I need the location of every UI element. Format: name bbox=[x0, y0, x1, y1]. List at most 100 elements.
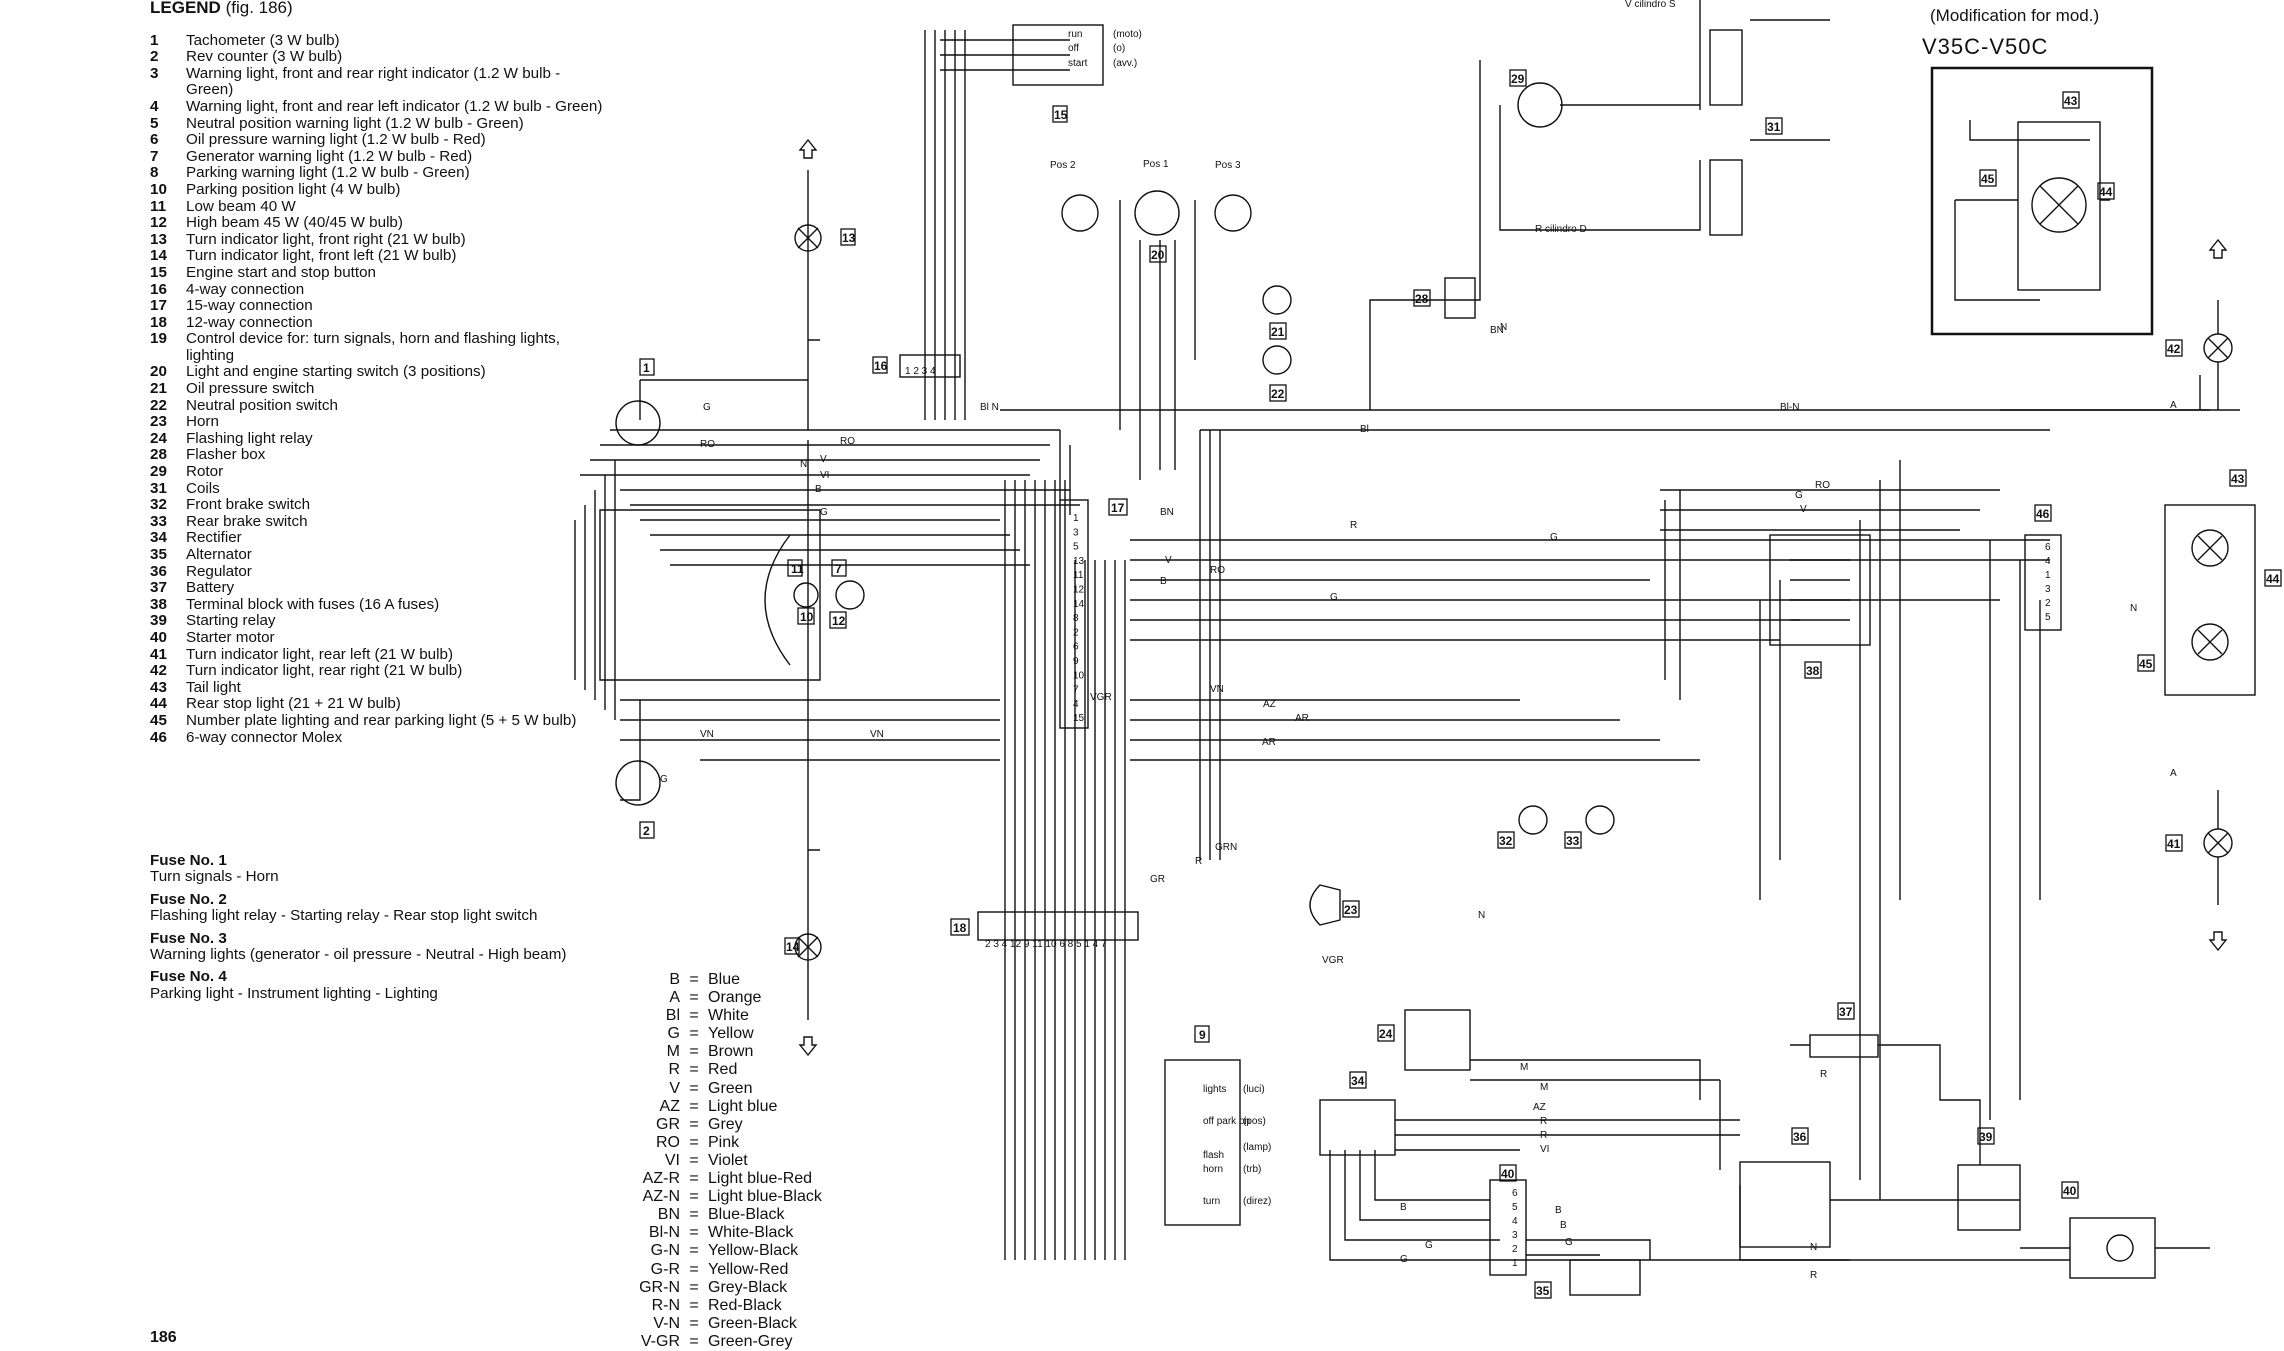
color-code: AZ-N bbox=[642, 1188, 680, 1206]
connector-17-pin: 2 bbox=[1073, 627, 1079, 638]
svg-text:46: 46 bbox=[2036, 507, 2050, 521]
switch-pos3-label: Pos 3 bbox=[1215, 160, 1241, 171]
svg-text:G: G bbox=[1795, 490, 1803, 501]
svg-text:28: 28 bbox=[1415, 292, 1429, 306]
svg-text:34: 34 bbox=[1351, 1074, 1365, 1088]
legend-item-number: 2 bbox=[150, 48, 159, 66]
equals-sign: = bbox=[689, 1079, 699, 1097]
legend-item-number: 18 bbox=[150, 313, 167, 331]
svg-text:15: 15 bbox=[1054, 108, 1068, 122]
svg-text:VN: VN bbox=[870, 729, 884, 740]
tail-light-assembly bbox=[2164, 504, 2256, 696]
color-name: Light blue bbox=[708, 1097, 778, 1115]
color-code: M bbox=[666, 1043, 680, 1061]
connector-40-pin: 4 bbox=[1512, 1216, 1518, 1227]
ignition-switch-pos2 bbox=[1061, 194, 1099, 232]
color-code-row: G-R=Yellow-Red bbox=[588, 1261, 888, 1279]
color-code-row: B=Blue bbox=[588, 971, 888, 989]
svg-text:R: R bbox=[1195, 856, 1202, 867]
color-code: B bbox=[669, 971, 680, 988]
svg-text:VN: VN bbox=[1210, 684, 1224, 695]
svg-text:Bl-N: Bl-N bbox=[1780, 402, 1799, 413]
color-name: Light blue-Red bbox=[708, 1170, 813, 1188]
svg-text:23: 23 bbox=[1344, 903, 1358, 917]
modification-note: (Modification for mod.) bbox=[1930, 6, 2100, 25]
legend-item-text: Turn indicator light, rear left (21 W bu… bbox=[186, 645, 454, 663]
connector-40 bbox=[1489, 1179, 1527, 1276]
connector-17-pin: 10 bbox=[1073, 670, 1085, 681]
svg-text:33: 33 bbox=[1566, 834, 1580, 848]
legend-item-number: 5 bbox=[150, 114, 159, 132]
legend-item-number: 14 bbox=[150, 247, 167, 265]
legend-item-text: 12-way connection bbox=[186, 313, 313, 331]
svg-text:B: B bbox=[1160, 576, 1167, 587]
color-code-row: VI=Violet bbox=[588, 1152, 888, 1170]
start-button-moto-label: (moto) bbox=[1113, 29, 1142, 40]
legend-item-text: Turn indicator light, rear right (21 W b… bbox=[186, 662, 463, 680]
svg-text:13: 13 bbox=[842, 231, 856, 245]
connector-40-pin: 2 bbox=[1512, 1244, 1518, 1255]
svg-text:VI: VI bbox=[1540, 1144, 1549, 1155]
equals-sign: = bbox=[689, 1242, 699, 1260]
color-name: Orange bbox=[708, 989, 762, 1007]
legend-item-text: Starter motor bbox=[186, 628, 275, 646]
svg-text:1: 1 bbox=[643, 361, 650, 375]
legend-item-number: 41 bbox=[150, 645, 167, 663]
svg-text:V: V bbox=[1165, 555, 1172, 566]
svg-text:A: A bbox=[2170, 768, 2177, 779]
legend-item-text: Parking warning light (1.2 W bulb - Gree… bbox=[186, 164, 470, 182]
legend-item-number: 31 bbox=[150, 479, 167, 497]
legend-item-number: 39 bbox=[150, 612, 167, 630]
legend-item-number: 24 bbox=[150, 429, 167, 447]
svg-text:45: 45 bbox=[2139, 657, 2153, 671]
legend-item: 18 12-way connection bbox=[150, 313, 605, 332]
svg-text:VGR: VGR bbox=[1322, 955, 1344, 966]
legend-item-text: Oil pressure switch bbox=[186, 380, 315, 398]
inset-frame bbox=[1930, 66, 2154, 336]
equals-sign: = bbox=[689, 1314, 699, 1332]
color-code-row: AZ-N=Light blue-Black bbox=[588, 1188, 888, 1206]
legend-item-text: Terminal block with fuses (16 A fuses) bbox=[186, 595, 440, 613]
color-code-row: AZ=Light blue bbox=[588, 1098, 888, 1116]
connector-17-pin: 6 bbox=[1073, 642, 1079, 653]
legend-item: 21 Oil pressure switch bbox=[150, 380, 605, 398]
color-name: Red-Black bbox=[708, 1296, 782, 1314]
legend-item-number: 21 bbox=[150, 380, 167, 398]
equals-sign: = bbox=[689, 1260, 699, 1278]
legend-item-number: 46 bbox=[150, 728, 167, 746]
svg-text:37: 37 bbox=[1839, 1005, 1853, 1019]
svg-text:43: 43 bbox=[2064, 94, 2078, 108]
legend-item-text: 4-way connection bbox=[186, 280, 305, 298]
legend-item-number: 12 bbox=[150, 214, 167, 232]
legend-item-number: 33 bbox=[150, 512, 167, 530]
svg-text:16: 16 bbox=[874, 359, 888, 373]
color-code: V bbox=[669, 1079, 680, 1097]
color-code-row: V-GR=Green-Grey bbox=[588, 1333, 888, 1351]
svg-text:R: R bbox=[1540, 1130, 1547, 1141]
connector-40-pin: 5 bbox=[1512, 1202, 1518, 1213]
fuse-description: Warning lights (generator - oil pressure… bbox=[150, 946, 567, 964]
svg-text:AR: AR bbox=[1262, 737, 1276, 748]
svg-text:AR: AR bbox=[1295, 713, 1309, 724]
svg-text:44: 44 bbox=[2099, 185, 2113, 199]
equals-sign: = bbox=[689, 1151, 699, 1169]
svg-text:N: N bbox=[800, 459, 807, 470]
svg-text:V: V bbox=[820, 454, 827, 465]
color-name: White bbox=[708, 1007, 749, 1025]
svg-text:G: G bbox=[1400, 1254, 1408, 1265]
legend-title-text: LEGEND bbox=[150, 0, 221, 17]
svg-text:A: A bbox=[2170, 400, 2177, 411]
legend-item-number: 29 bbox=[150, 463, 167, 481]
color-code: GR bbox=[656, 1115, 680, 1133]
color-name: Blue bbox=[708, 971, 741, 988]
